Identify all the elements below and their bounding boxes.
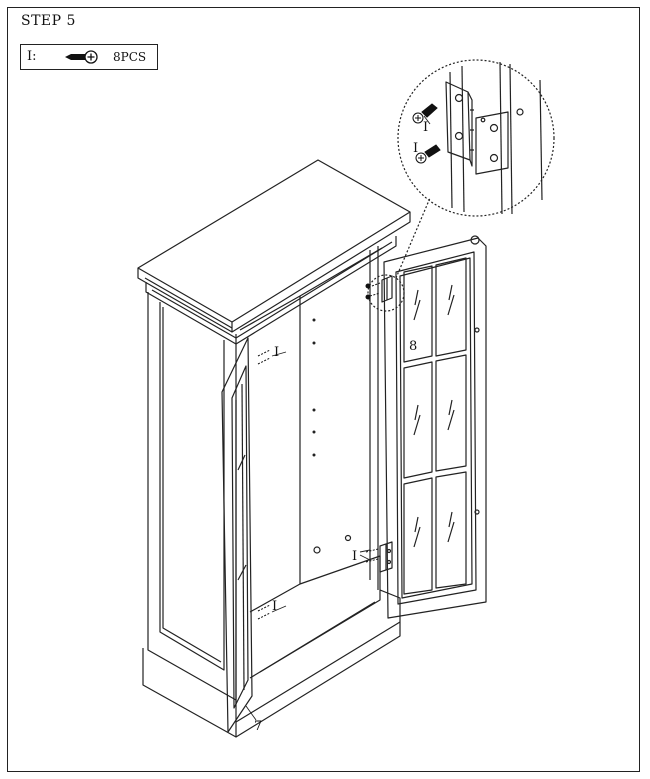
screw-icon (257, 103, 441, 620)
screw-icon (63, 49, 103, 69)
screw-callout-label: I (272, 599, 277, 614)
instruction-frame (7, 7, 640, 772)
lower-hinge (379, 541, 393, 573)
right-door-number: 8 (409, 339, 417, 354)
parts-legend: I: 8PCS (20, 44, 158, 70)
right-door (383, 237, 487, 619)
cabinet-left-side (147, 292, 237, 701)
left-door (221, 337, 253, 733)
screw-callout-label: I (274, 345, 279, 360)
cabinet-interior (239, 295, 301, 613)
part-quantity: 8PCS (113, 50, 147, 64)
screw-callout-label: I (352, 549, 357, 564)
door-glass-panes (403, 257, 467, 595)
screw-callout-label: I (413, 141, 418, 156)
cabinet-base (142, 648, 237, 738)
part-id-label: I: (27, 49, 37, 64)
step-title: STEP 5 (21, 13, 76, 29)
screw-callout-label: I (423, 120, 428, 135)
hinge-detail-marker (367, 274, 405, 312)
upper-hinge (381, 275, 393, 303)
hinge-detail-view (397, 59, 555, 217)
left-door-number: 7 (254, 719, 262, 734)
